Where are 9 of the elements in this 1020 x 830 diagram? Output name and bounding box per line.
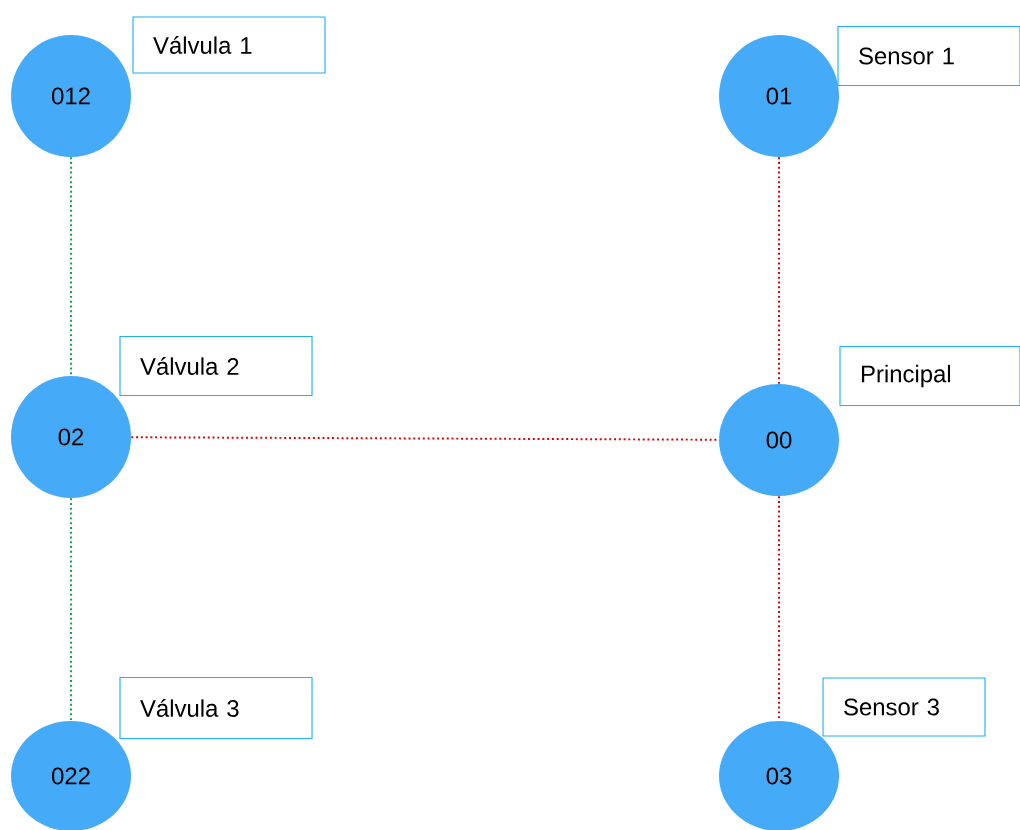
label-box: Principal (839, 345, 1020, 407)
connector-line (778, 156, 780, 385)
label-box: Válvula 2 (119, 335, 313, 397)
connector-line (70, 156, 72, 377)
connector-line (70, 497, 72, 722)
label-box: Sensor 3 (822, 677, 986, 737)
label-box: Sensor 1 (837, 25, 1020, 87)
label-box: Válvula 1 (132, 16, 326, 74)
label-box: Válvula 3 (119, 676, 313, 740)
